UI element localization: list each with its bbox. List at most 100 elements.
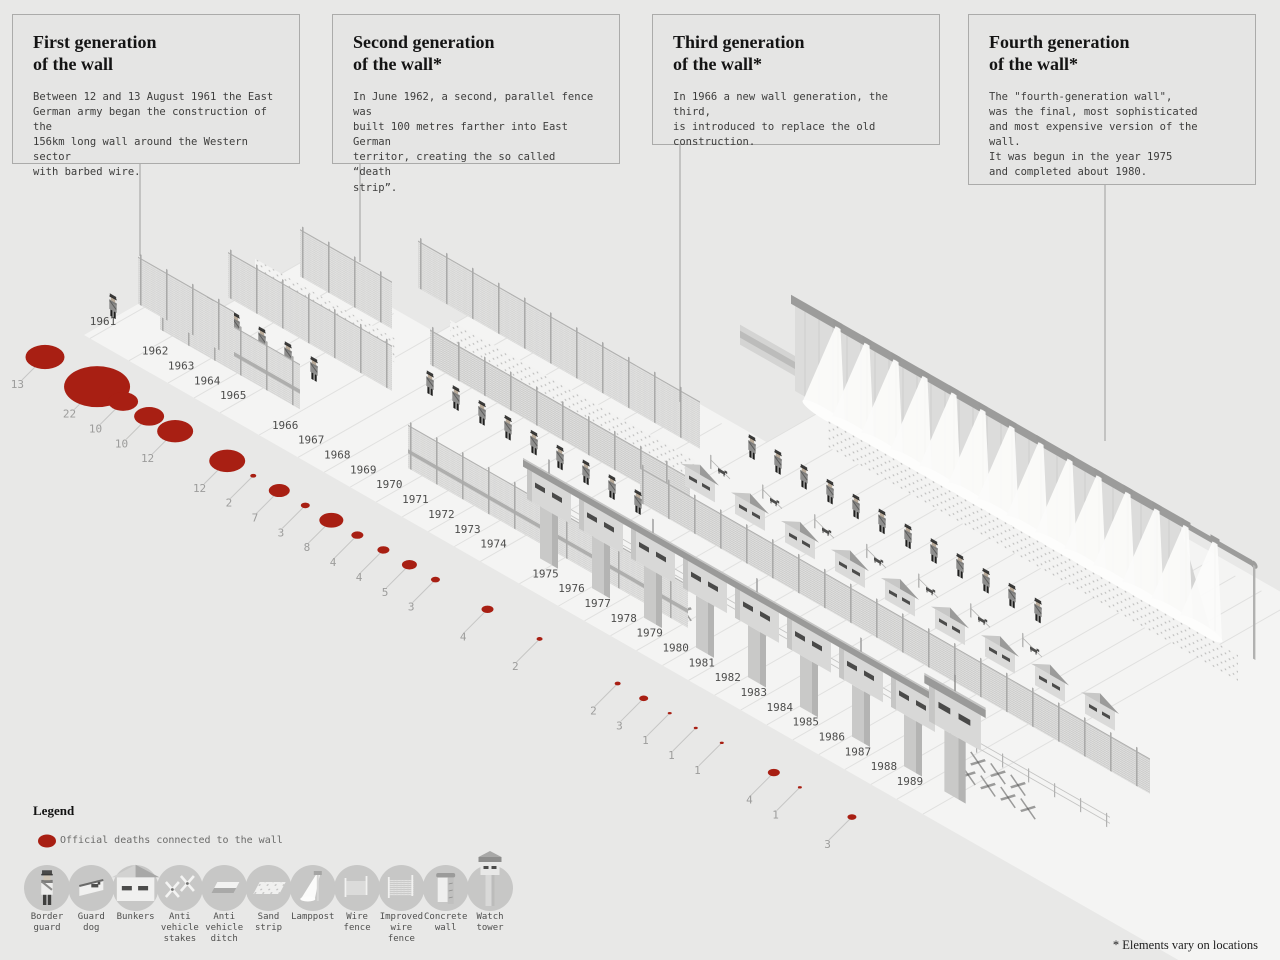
year-label: 1969 [350, 463, 377, 476]
legend-icon-border-guard [24, 865, 70, 911]
death-marker: 2 [226, 473, 257, 510]
death-count-label: 3 [824, 838, 831, 851]
death-count-label: 2 [512, 660, 519, 673]
bunker [981, 635, 1019, 674]
border-guard-figure [426, 370, 434, 397]
border-guard-figure [878, 508, 886, 535]
year-label: 1961 [90, 315, 117, 328]
year-label: 1985 [793, 716, 820, 729]
year-label: 1972 [428, 508, 455, 521]
death-count-label: 12 [193, 482, 206, 495]
year-label: 1974 [480, 538, 507, 551]
generation-4-card: Fourth generation of the wall* The "four… [968, 14, 1256, 185]
guard-dog-figure [918, 573, 939, 599]
border-guard-figure [608, 474, 616, 501]
year-label: 1971 [402, 493, 429, 506]
legend-item-label: vehicle [161, 923, 199, 933]
watch-tower-segment [835, 636, 887, 747]
death-marker: 13 [11, 344, 65, 391]
bunker [111, 864, 160, 901]
death-count-label: 22 [63, 408, 76, 421]
legend-item-label: fence [344, 923, 371, 933]
guard-dog-figure [970, 603, 991, 628]
border-guard-figure [452, 385, 460, 411]
death-marker: 3 [824, 814, 857, 851]
border-guard-figure [904, 523, 912, 550]
death-marker: 2 [590, 681, 621, 718]
legend-icon-bunkers [111, 864, 160, 911]
legend-icon-anti-vehicle-ditch [201, 865, 248, 911]
border-guard-figure [930, 538, 938, 564]
legend-item-label: Wire [346, 912, 368, 922]
anti-vehicle-stake [980, 775, 996, 797]
legend-item-label: Sand [258, 912, 280, 922]
year-label: 1963 [168, 360, 195, 373]
death-count-label: 5 [382, 586, 389, 599]
death-marker: 3 [408, 576, 440, 614]
death-count-label: 7 [252, 512, 259, 525]
year-label: 1989 [897, 775, 924, 788]
death-marker: 1 [668, 726, 698, 762]
death-marker: 4 [460, 605, 494, 643]
death-marker: 4 [746, 768, 780, 807]
watch-tower-segment [627, 517, 679, 629]
border-guard-figure [826, 478, 834, 505]
legend-item-label: Lamppost [291, 912, 334, 922]
year-label: 1967 [298, 434, 325, 447]
border-guard-figure [852, 493, 860, 520]
legend-icon-wire-fence [334, 865, 381, 911]
guard-dog-figure [762, 484, 783, 509]
generation-1-card: First generation of the wall Between 12 … [12, 14, 300, 178]
generation-2-card: Second generation of the wall* In June 1… [332, 14, 620, 194]
anti-vehicle-stake [1020, 798, 1036, 820]
year-label: 1987 [845, 745, 872, 758]
watch-tower-segment [731, 576, 783, 688]
bunker [1031, 663, 1069, 703]
death-count-label: 4 [746, 794, 753, 807]
legend-item-label: guard [33, 923, 60, 933]
death-count-label: 10 [115, 437, 128, 450]
death-marker: 1 [772, 786, 802, 821]
death-count-label: 3 [408, 601, 415, 614]
year-label: 1983 [741, 686, 768, 699]
watch-tower-segment [523, 457, 575, 569]
box-connector-lines [139, 145, 1106, 441]
death-count-label: 1 [694, 764, 701, 777]
year-label: 1988 [871, 760, 898, 773]
legend-item-label: Concrete [424, 912, 467, 922]
death-count-label: 1 [772, 808, 779, 821]
generation-2-title: Second generation of the wall* [353, 32, 495, 74]
legend-icon-guard-dog [68, 865, 115, 911]
death-marker: 2 [512, 637, 543, 673]
death-count-label: 4 [356, 571, 363, 584]
death-marker: 3 [278, 502, 310, 539]
death-marker: 1 [642, 711, 672, 747]
legend-item-label: Guard [78, 912, 105, 922]
border-guard-figure [982, 567, 990, 594]
footnote: * Elements vary on locations [1112, 938, 1258, 952]
border-guard-figure [634, 489, 642, 515]
death-marker: 10 [115, 407, 165, 450]
anti-vehicle-stake [1010, 774, 1026, 796]
generation-4-title: Fourth generation of the wall* [989, 32, 1130, 74]
death-count-label: 2 [226, 497, 233, 510]
bunker [1081, 692, 1119, 731]
year-axis: 1961196219631964196519661967196819691970… [90, 315, 923, 788]
anti-vehicle-stake [970, 751, 986, 774]
year-label: 1981 [688, 656, 715, 669]
legend-item-label: dog [83, 923, 99, 933]
year-label: 1980 [662, 642, 689, 655]
death-count-label: 4 [460, 630, 467, 643]
border-guard-figure [310, 356, 318, 382]
generation-4-body: The "fourth-generation wall", was the fi… [989, 90, 1198, 179]
guard-dog-figure [710, 454, 731, 480]
legend-item-label: stakes [164, 934, 197, 944]
border-guard-figure [530, 429, 538, 456]
anti-vehicle-stake [990, 762, 1006, 785]
legend-item-label: Bunkers [117, 912, 155, 922]
border-guard-figure [1034, 597, 1042, 624]
death-count-label: 8 [304, 541, 311, 554]
year-label: 1986 [819, 731, 846, 744]
